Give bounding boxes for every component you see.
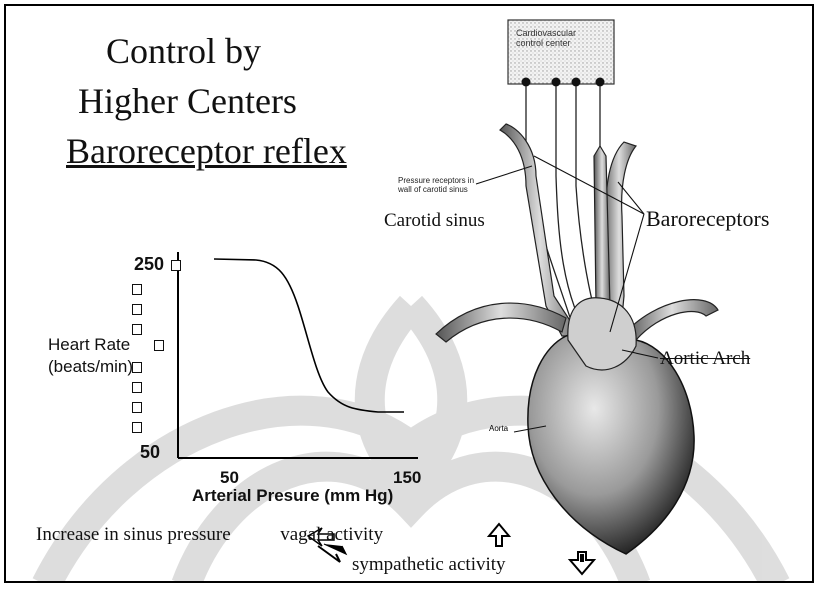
- y-axis-label-line2: (beats/min): [48, 356, 133, 378]
- control-center-label: Cardiovascular control center: [516, 28, 586, 48]
- pressure-receptor-label: Pressure receptors in wall of carotid si…: [398, 176, 488, 194]
- caption-line1: Increase in sinus pressure vagal activit…: [36, 524, 383, 546]
- x-tick-right: 150: [393, 468, 421, 488]
- baroreceptors-label: Baroreceptors: [646, 206, 769, 232]
- aorta-label: Aorta: [489, 424, 508, 433]
- slide-title-line2: Higher Centers: [78, 80, 297, 122]
- y-tick-bottom: 50: [140, 442, 160, 463]
- y-tick-top: 250: [134, 254, 164, 275]
- y-axis-label-line1: Heart Rate: [48, 334, 133, 356]
- vagal-activity-text: vagal activity: [280, 524, 383, 545]
- sinus-pressure-text: Increase in sinus pressure: [36, 524, 231, 545]
- arrow-down-icon: [570, 552, 594, 574]
- arrow-up-icon: [489, 524, 509, 546]
- caption-line2: sympathetic activity: [352, 554, 506, 576]
- carotid-sinus-label: Carotid sinus: [384, 210, 485, 232]
- slide-title-line1: Control by: [106, 30, 261, 72]
- aortic-arch-label: Aortic Arch: [660, 348, 750, 370]
- x-tick-left: 50: [220, 468, 239, 488]
- slide-subtitle: Baroreceptor reflex: [66, 130, 347, 172]
- y-axis-label: Heart Rate (beats/min): [48, 334, 133, 378]
- x-axis-label: Arterial Presure (mm Hg): [192, 486, 393, 506]
- slide: Control by Higher Centers Baroreceptor r…: [4, 4, 814, 583]
